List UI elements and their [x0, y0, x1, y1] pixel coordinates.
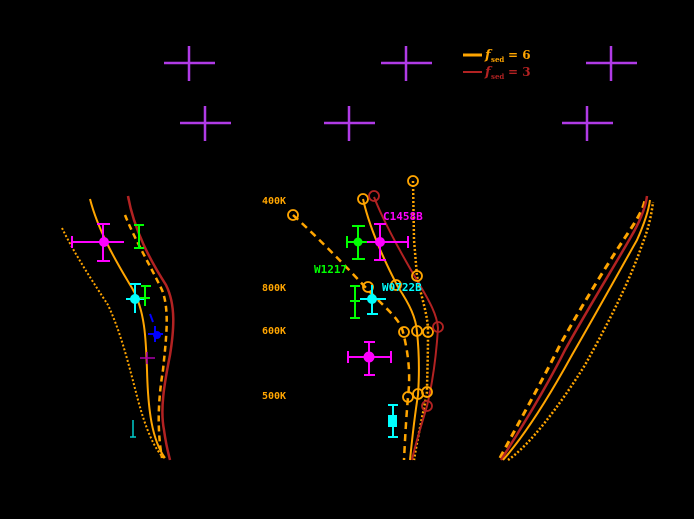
legend-value: = 3 [508, 65, 531, 79]
middle-fsed6-dashed-curve [292, 214, 411, 461]
object-label-c1458b: C1458B [383, 210, 423, 223]
middle-fsed6-solid-curve [362, 198, 420, 461]
temperature-markers-fsed3 [368, 190, 444, 412]
data-point-w1217 [350, 285, 360, 319]
data-point-magenta [347, 341, 392, 376]
data-point-green [140, 285, 151, 306]
data-point-green [346, 225, 370, 260]
data-point-magenta [71, 223, 124, 262]
temperature-markers [287, 175, 434, 403]
legend: f sed = 6 f sed = 3 [463, 48, 531, 81]
reference-cross [164, 46, 215, 81]
left-fsed6-dashed-curve [123, 214, 168, 459]
right-panel [498, 195, 655, 462]
legend-value: = 6 [508, 48, 531, 62]
legend-symbol: f [484, 48, 493, 63]
data-point-c1458b [367, 223, 409, 261]
data-point-green [134, 224, 144, 249]
middle-panel: 400K 800K 600K 500K C1458B W1217 W0722B [262, 175, 444, 461]
left-fsed3-curve [126, 195, 175, 461]
reference-crosses [164, 46, 637, 141]
data-point-cyan [388, 404, 398, 438]
reference-cross [586, 46, 637, 81]
middle-fsed3-curve [373, 196, 440, 461]
object-label-w1217: W1217 [314, 263, 347, 276]
legend-symbol: f [484, 65, 493, 80]
temperature-label-600k: 600K [262, 326, 286, 337]
right-fsed6-solid-curve [502, 199, 651, 461]
right-fsed6-dashed-curve [498, 197, 647, 459]
reference-cross [562, 106, 613, 141]
legend-subscript: sed [491, 55, 504, 64]
temperature-label-800k: 800K [262, 283, 286, 294]
left-panel [61, 195, 175, 461]
legend-subscript: sed [491, 72, 504, 81]
temperature-label-500k: 500K [262, 391, 286, 402]
data-point-blue [148, 313, 163, 342]
data-point-magenta-faint [140, 352, 155, 364]
reference-cross [180, 106, 231, 141]
object-label-w0722b: W0722B [382, 281, 422, 294]
data-point-w0722b [360, 285, 386, 315]
data-point-cyan-faint [130, 420, 136, 438]
reference-cross [324, 106, 375, 141]
right-fsed3-curve [499, 195, 649, 461]
temperature-label-400k: 400K [262, 196, 286, 207]
left-fsed6-dotted-curve [61, 227, 165, 459]
reference-cross [381, 46, 432, 81]
